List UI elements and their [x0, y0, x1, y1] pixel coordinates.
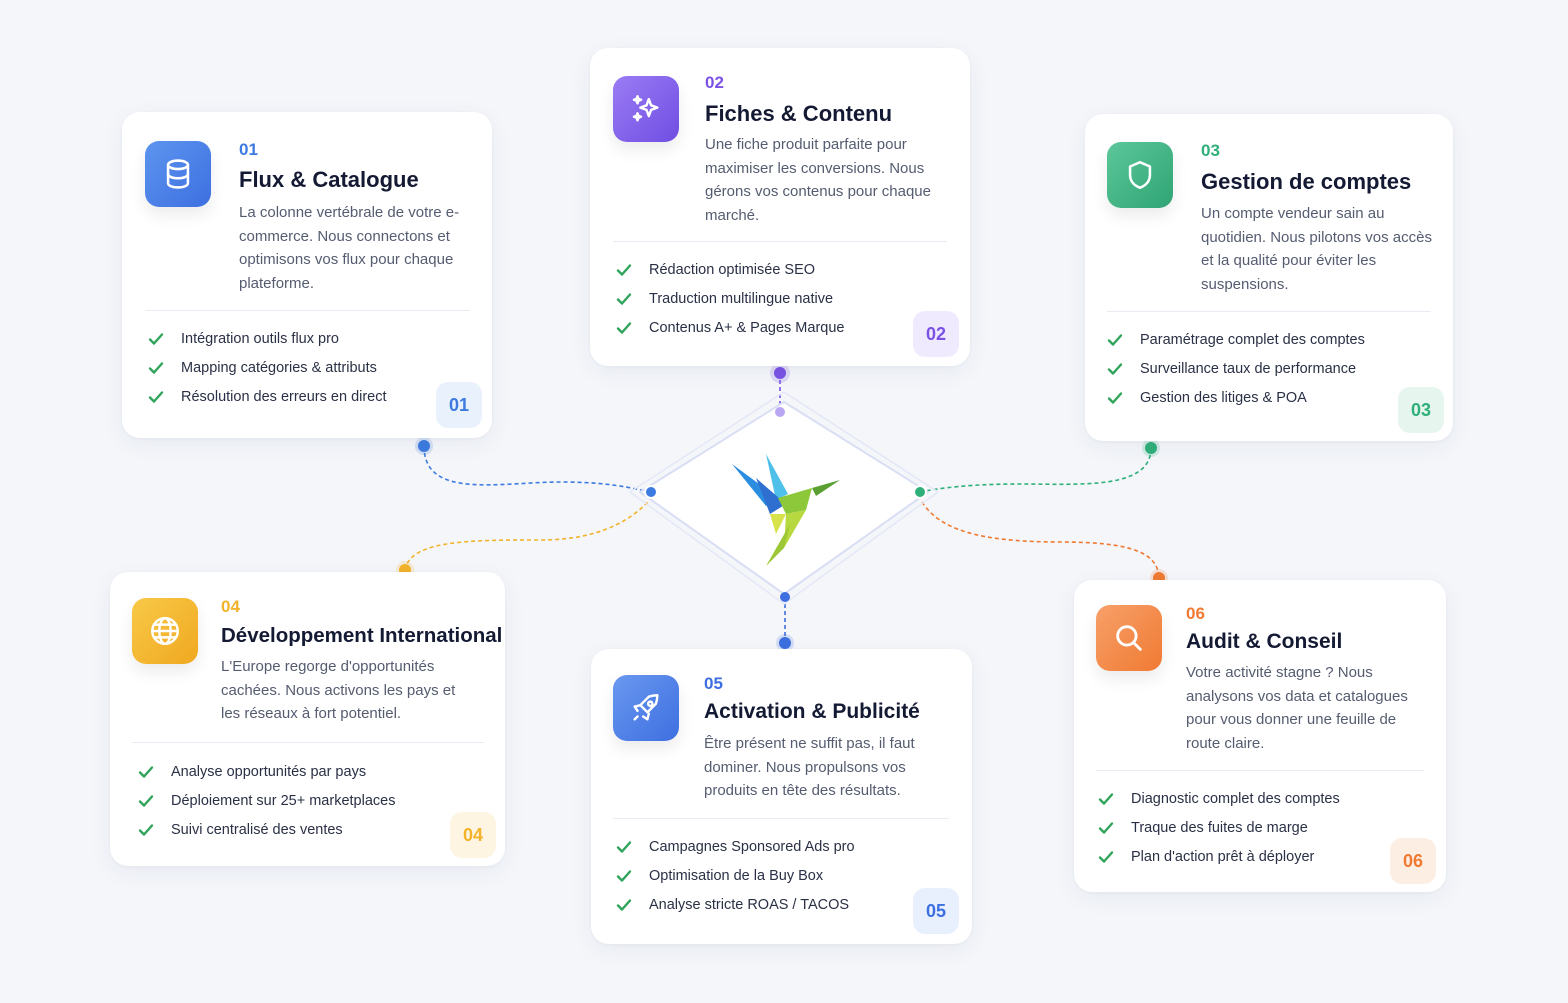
list-item: Paramétrage complet des comptes — [1107, 325, 1365, 354]
check-icon — [1107, 392, 1123, 404]
check-icon — [138, 824, 154, 836]
card-title: Fiches & Contenu — [705, 101, 893, 126]
card-divider — [1096, 770, 1424, 771]
card-badge: 02 — [913, 311, 959, 357]
card-flux-catalogue[interactable]: 01 Flux & Catalogue La colonne vertébral… — [122, 112, 492, 438]
list-item: Surveillance taux de performance — [1107, 354, 1365, 383]
list-item: Traque des fuites de marge — [1098, 813, 1340, 842]
card-number: 03 — [1201, 141, 1220, 160]
card-description: Être présent ne suffit pas, il faut domi… — [704, 735, 915, 799]
card-number: 05 — [704, 674, 723, 693]
feature-list: Analyse opportunités par pays Déploiemen… — [138, 757, 395, 845]
list-item: Résolution des erreurs en direct — [148, 383, 387, 412]
card-activation-publicite[interactable]: 05 Activation & Publicité Être présent n… — [591, 649, 972, 944]
list-item: Mapping catégories & attributs — [148, 353, 387, 382]
connector-06 — [921, 501, 1160, 579]
check-icon — [1098, 792, 1114, 805]
check-icon — [616, 840, 632, 853]
card-audit-conseil[interactable]: 06 Audit & Conseil Votre activité stagne… — [1074, 580, 1446, 892]
feature-list: Intégration outils flux pro Mapping caté… — [148, 324, 387, 412]
card-description: Une fiche produit parfaite pour maximise… — [705, 136, 931, 224]
card-description: La colonne vertébrale de votre e-commerc… — [239, 204, 460, 292]
rocket-icon — [613, 675, 679, 741]
check-icon — [616, 899, 632, 911]
card-badge: 04 — [450, 812, 496, 858]
card-title: Développement International — [221, 624, 503, 647]
check-icon — [616, 322, 632, 334]
check-icon — [616, 293, 632, 305]
card-title: Activation & Publicité — [704, 700, 920, 723]
connector-03 — [919, 447, 1152, 493]
list-item: Traduction multilingue native — [616, 284, 844, 313]
connector-dots — [396, 363, 1168, 652]
list-item: Plan d'action prêt à déployer — [1098, 843, 1340, 872]
feature-list: Campagnes Sponsored Ads pro Optimisation… — [616, 832, 855, 920]
card-number: 06 — [1186, 604, 1205, 623]
sparkles-icon — [613, 76, 679, 142]
list-item: Suivi centralisé des ventes — [138, 816, 395, 845]
card-divider — [132, 742, 484, 743]
check-icon — [138, 765, 154, 778]
list-item: Intégration outils flux pro — [148, 324, 387, 353]
list-item: Déploiement sur 25+ marketplaces — [138, 786, 395, 815]
card-number: 04 — [221, 597, 240, 616]
feature-list: Diagnostic complet des comptes Traque de… — [1098, 784, 1340, 872]
list-item: Gestion des litiges & POA — [1107, 384, 1365, 413]
check-icon — [1098, 822, 1114, 834]
check-icon — [616, 870, 632, 882]
check-icon — [148, 391, 164, 403]
check-icon — [148, 362, 164, 374]
check-icon — [1107, 333, 1123, 346]
card-title: Audit & Conseil — [1186, 630, 1343, 653]
card-divider — [613, 818, 949, 819]
list-item: Rédaction optimisée SEO — [616, 255, 844, 284]
connector-01 — [423, 445, 652, 493]
globe-icon — [132, 598, 198, 664]
check-icon — [1098, 851, 1114, 863]
card-description: Un compte vendeur sain au quotidien. Nou… — [1201, 205, 1432, 293]
card-divider — [613, 241, 947, 242]
list-item: Analyse opportunités par pays — [138, 757, 395, 786]
card-developpement-international[interactable]: 04 Développement International L'Europe … — [110, 572, 505, 866]
card-badge: 05 — [913, 888, 959, 934]
check-icon — [138, 795, 154, 807]
connector-04 — [404, 501, 649, 571]
shield-icon — [1107, 142, 1173, 208]
check-icon — [148, 332, 164, 345]
list-item: Contenus A+ & Pages Marque — [616, 314, 844, 343]
database-icon — [145, 141, 211, 207]
card-title: Flux & Catalogue — [239, 167, 419, 192]
card-title: Gestion de comptes — [1201, 169, 1412, 194]
hummingbird-logo-icon — [732, 454, 840, 566]
feature-list: Paramétrage complet des comptes Surveill… — [1107, 325, 1365, 413]
card-badge: 06 — [1390, 838, 1436, 884]
card-divider — [145, 310, 470, 311]
list-item: Diagnostic complet des comptes — [1098, 784, 1340, 813]
card-divider — [1107, 311, 1431, 312]
card-gestion-comptes[interactable]: 03 Gestion de comptes Un compte vendeur … — [1085, 114, 1453, 441]
list-item: Optimisation de la Buy Box — [616, 861, 855, 890]
check-icon — [1107, 363, 1123, 375]
card-description: L'Europe regorge d'opportunités cachées.… — [221, 658, 456, 722]
search-icon — [1096, 605, 1162, 671]
list-item: Campagnes Sponsored Ads pro — [616, 832, 855, 861]
check-icon — [616, 263, 632, 276]
feature-list: Rédaction optimisée SEO Traduction multi… — [616, 255, 844, 343]
card-fiches-contenu[interactable]: 02 Fiches & Contenu Une fiche produit pa… — [590, 48, 970, 366]
card-number: 01 — [239, 140, 258, 159]
card-description: Votre activité stagne ? Nous analysons v… — [1186, 664, 1408, 752]
card-number: 02 — [705, 73, 724, 92]
card-badge: 03 — [1398, 387, 1444, 433]
list-item: Analyse stricte ROAS / TACOS — [616, 891, 855, 920]
card-badge: 01 — [436, 382, 482, 428]
